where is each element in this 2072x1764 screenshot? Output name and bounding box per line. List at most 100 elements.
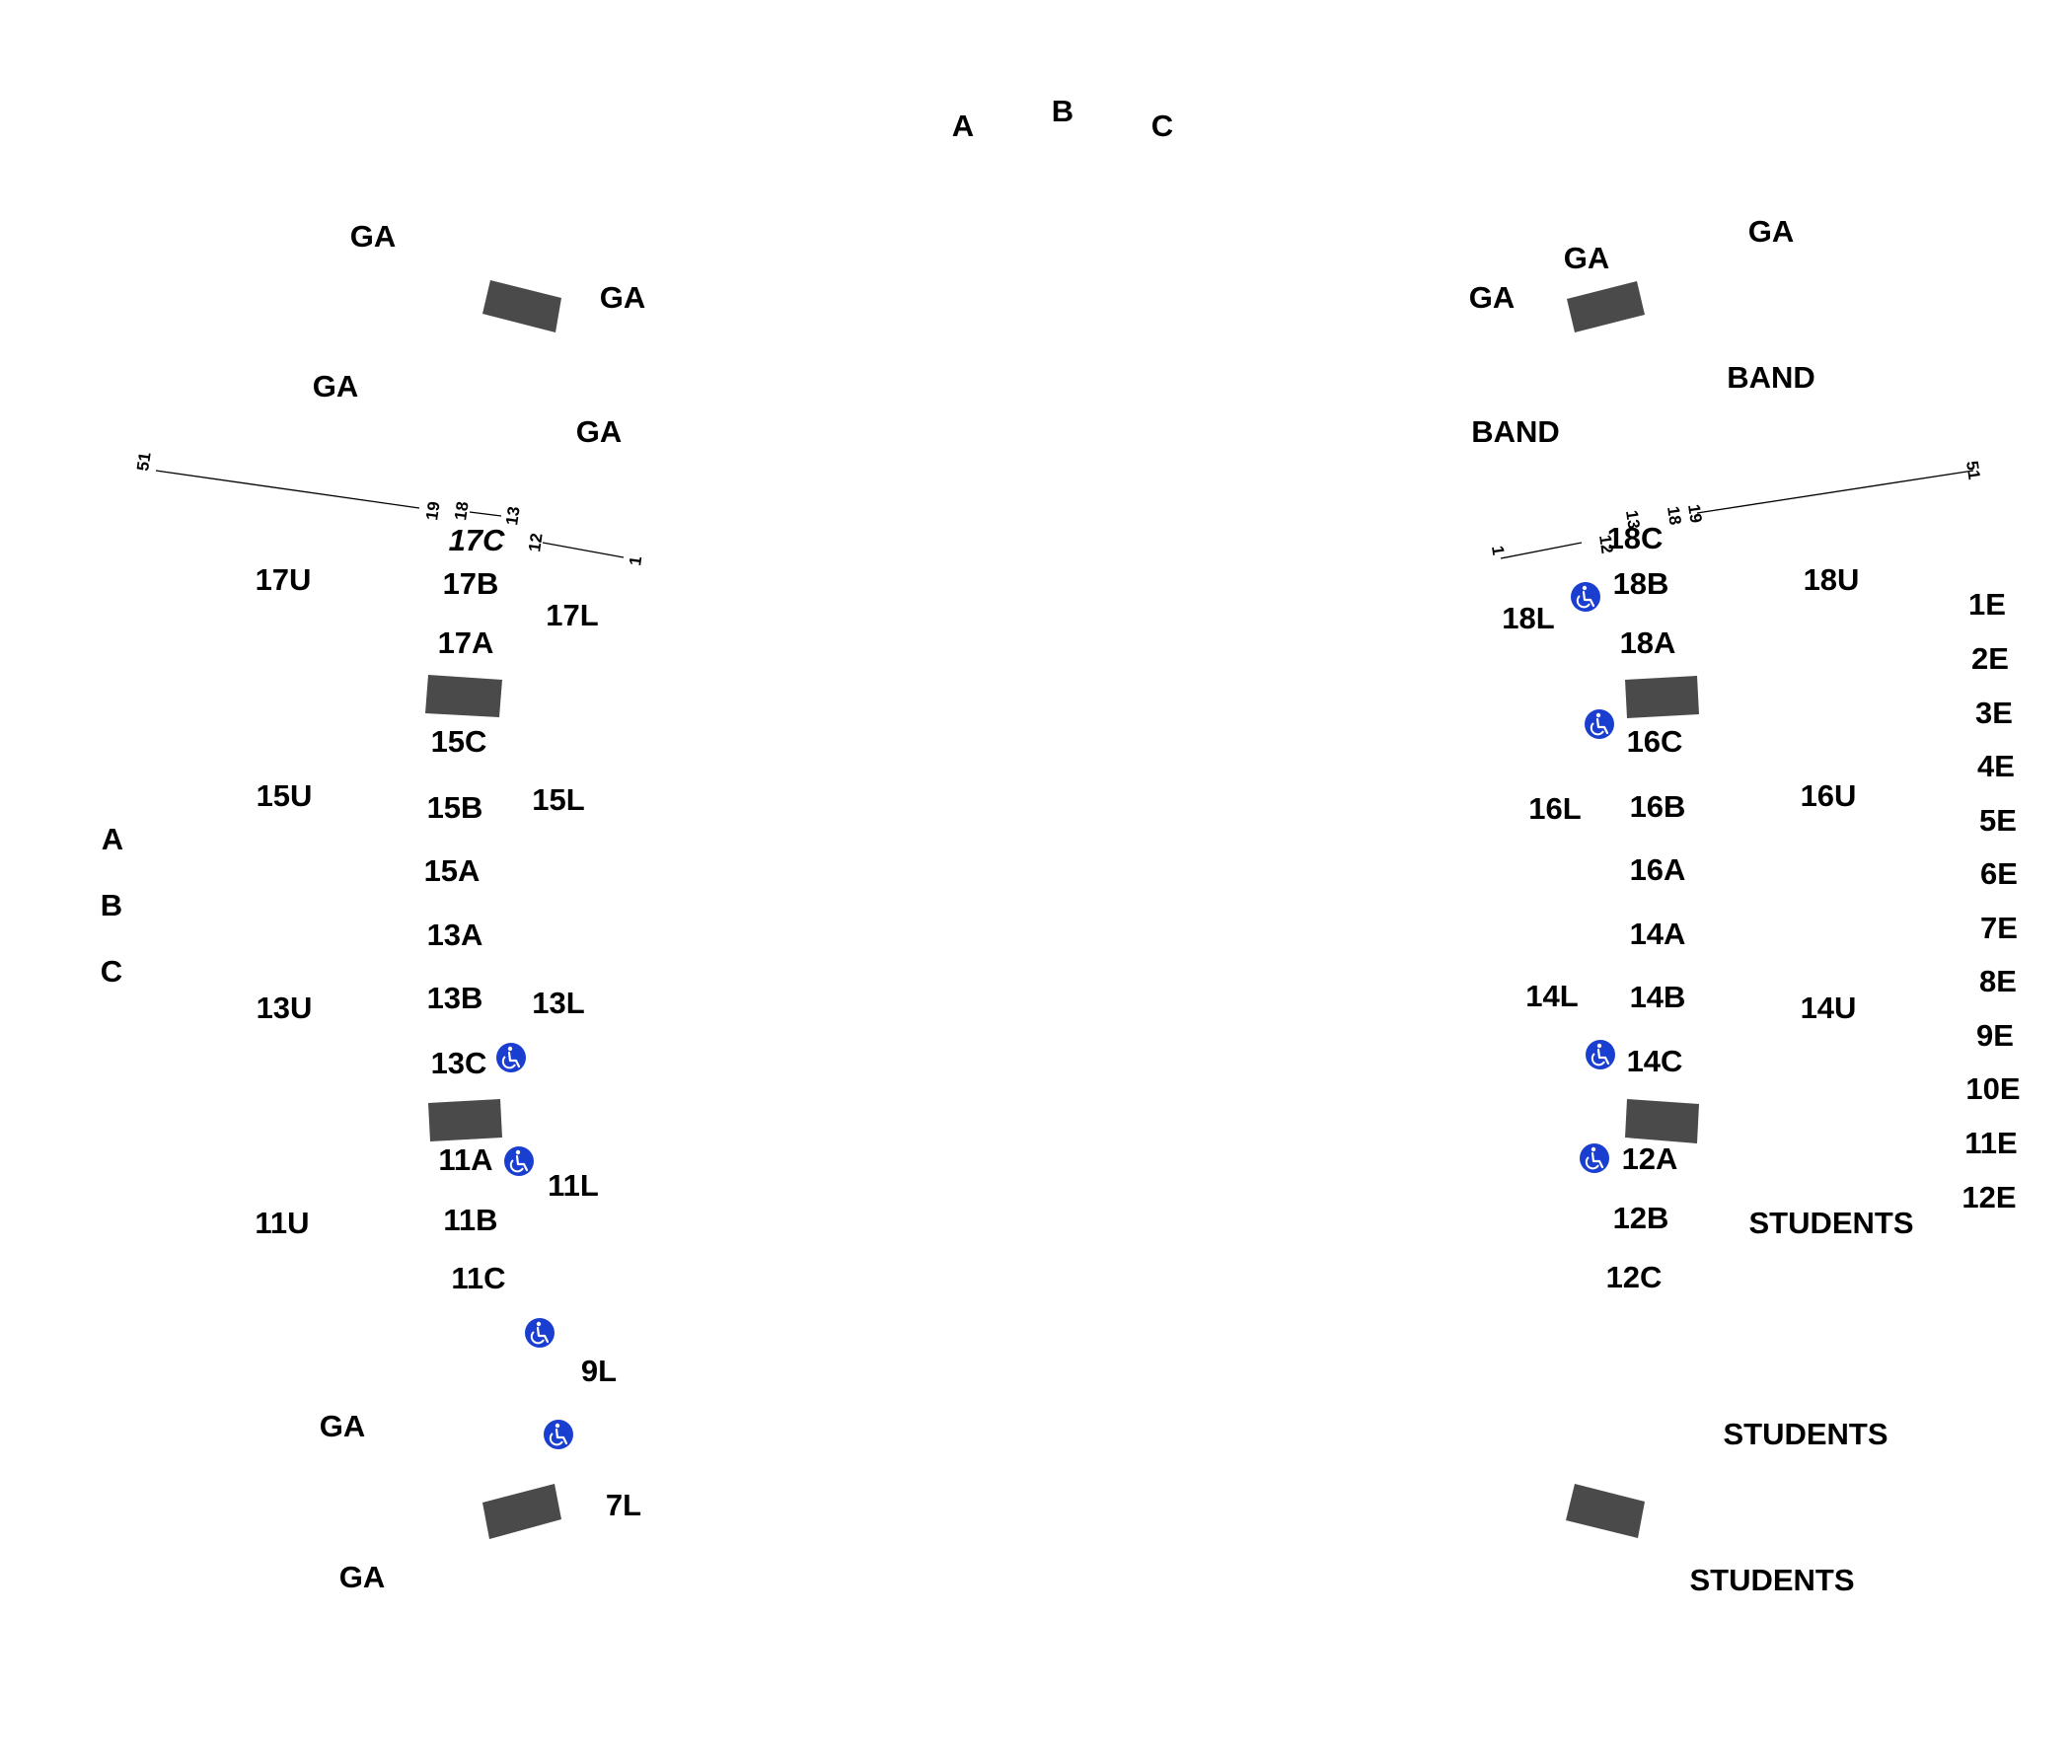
section-band[interactable]: BAND [1471, 414, 1560, 449]
section-ga[interactable]: GA [313, 369, 359, 404]
left-upper-sections: 17U 15U 13U 11U [255, 562, 312, 1240]
left-row-letters: A B C [101, 822, 123, 989]
section-lower[interactable]: 7L [606, 1488, 641, 1522]
side-row-label: C [101, 954, 122, 989]
row-tick: 1 [626, 555, 645, 567]
section-upper[interactable]: 17U [256, 562, 312, 597]
right-upper-sections: 18U 16U 14U [1801, 562, 1860, 1025]
tunnel-block [1567, 281, 1645, 332]
right-row-ticks: 51 19 18 13 12 1 [1488, 460, 1983, 556]
section-club[interactable]: 15C [431, 724, 487, 759]
section-club[interactable]: 16B [1630, 789, 1686, 824]
section-students[interactable]: STUDENTS [1723, 1417, 1887, 1451]
right-band-sections: BAND BAND [1471, 360, 1815, 449]
row-tick: 19 [422, 500, 443, 521]
section-club[interactable]: 12B [1613, 1201, 1669, 1235]
section-upper[interactable]: 13U [257, 991, 313, 1025]
section-endzone[interactable]: 11E [1964, 1126, 2017, 1160]
section-club[interactable]: 13B [427, 981, 483, 1015]
left-club-sections: 17C 17B 17A 15C 15B 15A 13A 13B 13C 11A … [424, 523, 506, 1295]
section-club[interactable]: 14C [1627, 1044, 1683, 1078]
wheelchair-icon[interactable] [1569, 580, 1602, 614]
section-upper[interactable]: 14U [1801, 991, 1857, 1025]
section-upper[interactable]: 16U [1801, 778, 1857, 813]
section-club[interactable]: 18A [1620, 625, 1676, 660]
section-club[interactable]: 11B [443, 1203, 497, 1237]
section-club[interactable]: 13A [427, 918, 483, 952]
section-ga[interactable]: GA [339, 1560, 386, 1594]
right-club-sections: 18C 18B 18A 16C 16B 16A 14A 14B 14C 12A … [1606, 521, 1686, 1294]
section-ga[interactable]: GA [1564, 241, 1610, 275]
section-endzone[interactable]: 4E [1977, 749, 2015, 783]
section-club[interactable]: 11A [438, 1142, 492, 1177]
wheelchair-icon[interactable] [1584, 1038, 1617, 1071]
left-general-admission: GA GA GA GA GA GA [313, 219, 646, 1594]
section-club[interactable]: 15A [424, 853, 481, 888]
section-lower[interactable]: 17L [546, 598, 598, 632]
section-endzone[interactable]: 8E [1979, 964, 2017, 998]
row-tick: 1 [1488, 545, 1508, 556]
wheelchair-icon[interactable] [494, 1041, 528, 1074]
section-lower[interactable]: 11L [548, 1168, 599, 1203]
section-endzone[interactable]: 12E [1961, 1180, 2016, 1214]
section-endzone[interactable]: 3E [1975, 696, 2013, 730]
section-club[interactable]: 16A [1630, 852, 1686, 887]
section-ga[interactable]: GA [576, 414, 623, 449]
section-lower[interactable]: 13L [532, 986, 584, 1020]
section-club[interactable]: 17C [449, 523, 505, 557]
section-lower[interactable]: 9L [581, 1354, 617, 1388]
section-club[interactable]: 13C [431, 1046, 487, 1080]
section-endzone[interactable]: 7E [1980, 911, 2018, 945]
row-tick: 18 [1664, 505, 1684, 526]
section-lower[interactable]: 14L [1525, 979, 1578, 1013]
section-endzone[interactable]: 2E [1971, 641, 2009, 676]
section-upper[interactable]: 18U [1804, 562, 1860, 597]
section-endzone[interactable]: 9E [1976, 1018, 2014, 1053]
row-tick: 19 [1684, 503, 1705, 524]
section-ga[interactable]: GA [350, 219, 397, 254]
wheelchair-icon[interactable] [1583, 707, 1616, 741]
wheelchair-icon[interactable] [502, 1144, 536, 1178]
section-ga[interactable]: GA [1469, 280, 1516, 315]
section-club[interactable]: 11C [451, 1261, 505, 1295]
section-upper[interactable]: 11U [255, 1206, 309, 1240]
top-row-label: C [1151, 109, 1173, 143]
section-club[interactable]: 14B [1630, 980, 1686, 1014]
section-club[interactable]: 12A [1622, 1141, 1678, 1176]
section-endzone[interactable]: 10E [1965, 1071, 2020, 1106]
section-lower[interactable]: 16L [1528, 791, 1581, 826]
section-club[interactable]: 17A [438, 625, 494, 660]
section-club[interactable]: 18C [1607, 521, 1664, 555]
left-row-ticks: 51 19 18 13 12 1 [133, 451, 645, 566]
wheelchair-icon[interactable] [1578, 1141, 1611, 1175]
right-endzone-sections: 1E 2E 3E 4E 5E 6E 7E 8E 9E 10E 11E 12E [1961, 587, 2020, 1214]
section-ga[interactable]: GA [600, 280, 646, 315]
section-endzone[interactable]: 6E [1980, 856, 2018, 891]
wheelchair-icon[interactable] [523, 1316, 556, 1350]
section-upper[interactable]: 15U [257, 778, 313, 813]
top-row-letters: A B C [952, 94, 1173, 143]
section-lower[interactable]: 15L [532, 782, 584, 817]
section-band[interactable]: BAND [1727, 360, 1815, 395]
row-tick: 51 [133, 451, 154, 472]
section-ga[interactable]: GA [1748, 214, 1795, 249]
section-endzone[interactable]: 5E [1979, 803, 2017, 838]
section-club[interactable]: 18B [1613, 566, 1669, 601]
section-club[interactable]: 12C [1606, 1260, 1663, 1294]
section-endzone[interactable]: 1E [1968, 587, 2006, 622]
row-guide-line [542, 542, 625, 558]
right-student-sections: STUDENTS STUDENTS STUDENTS [1689, 1206, 1913, 1597]
section-club[interactable]: 15B [427, 790, 483, 825]
row-guide-lines [155, 470, 1974, 559]
wheelchair-icon[interactable] [542, 1418, 575, 1451]
section-lower[interactable]: 18L [1502, 601, 1554, 635]
section-students[interactable]: STUDENTS [1748, 1206, 1913, 1240]
section-club[interactable]: 16C [1627, 724, 1683, 759]
section-club[interactable]: 17B [443, 566, 499, 601]
section-club[interactable]: 14A [1630, 917, 1686, 951]
section-students[interactable]: STUDENTS [1689, 1563, 1854, 1597]
tunnel-block [425, 675, 502, 717]
section-ga[interactable]: GA [320, 1409, 366, 1443]
row-tick: 18 [451, 500, 472, 521]
